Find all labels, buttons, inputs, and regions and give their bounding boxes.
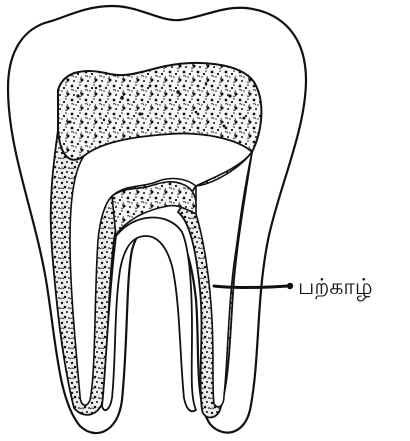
diagram-label: பற்காழ் [298,275,373,301]
